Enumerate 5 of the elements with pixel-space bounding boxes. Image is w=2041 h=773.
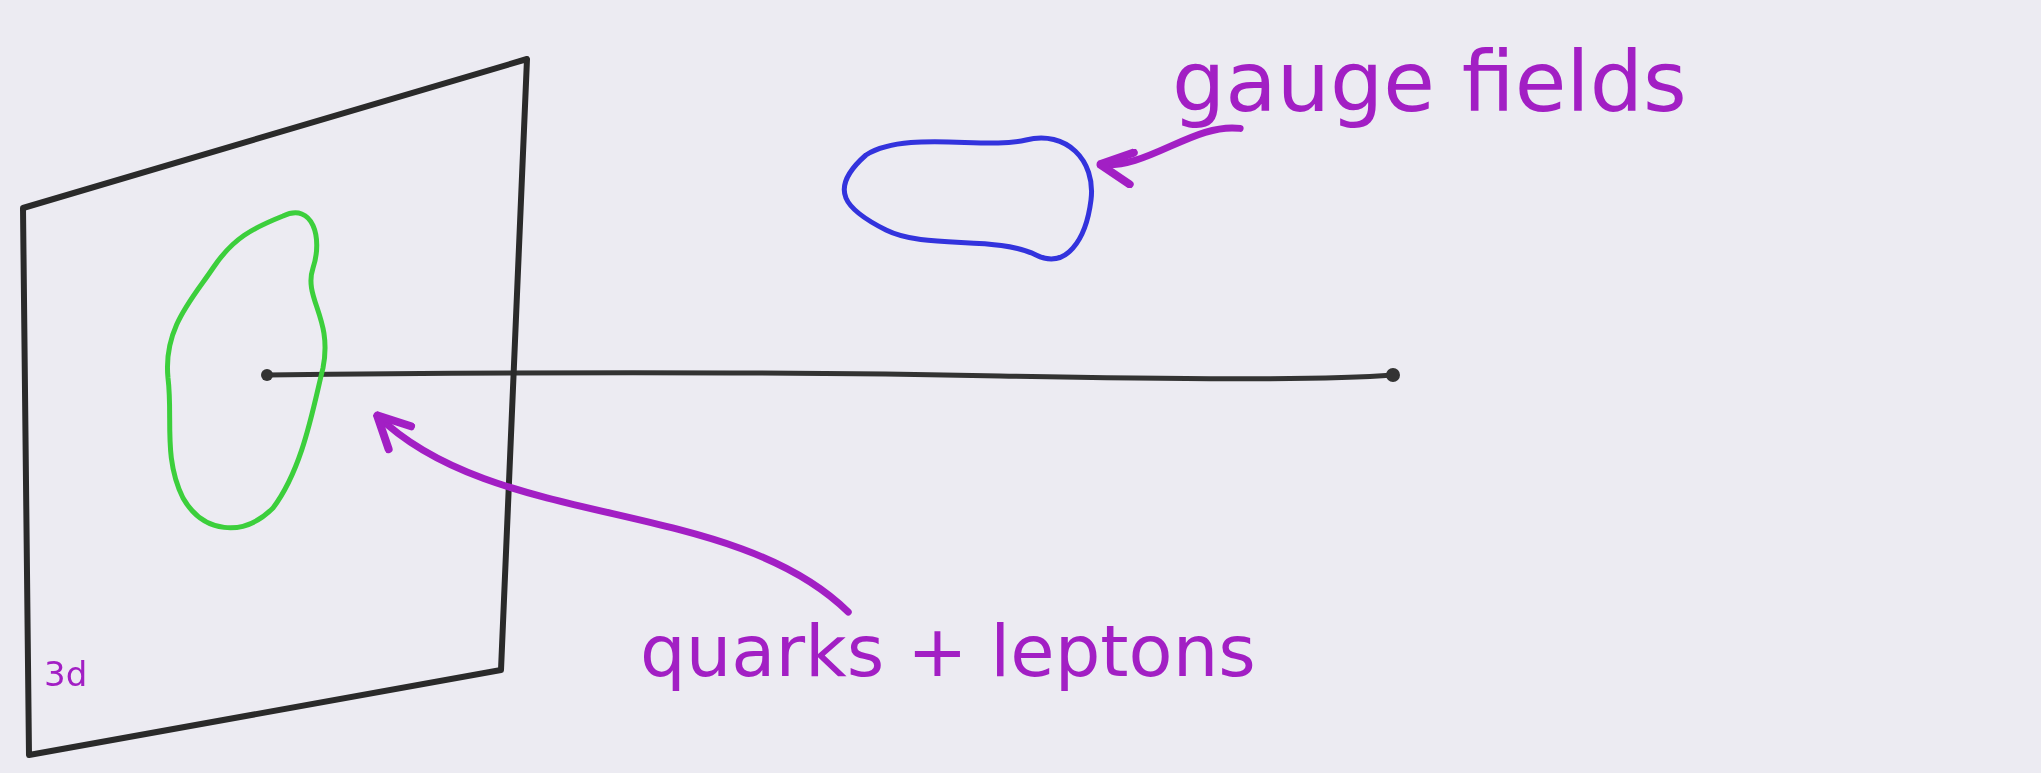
dimension-label: 3d — [44, 657, 88, 691]
leader-arrow — [373, 411, 852, 616]
leader-arrow — [1096, 124, 1244, 186]
annotation-text: quarks + leptons — [640, 612, 1256, 692]
annotation-text: gauge fields — [1172, 36, 1687, 129]
